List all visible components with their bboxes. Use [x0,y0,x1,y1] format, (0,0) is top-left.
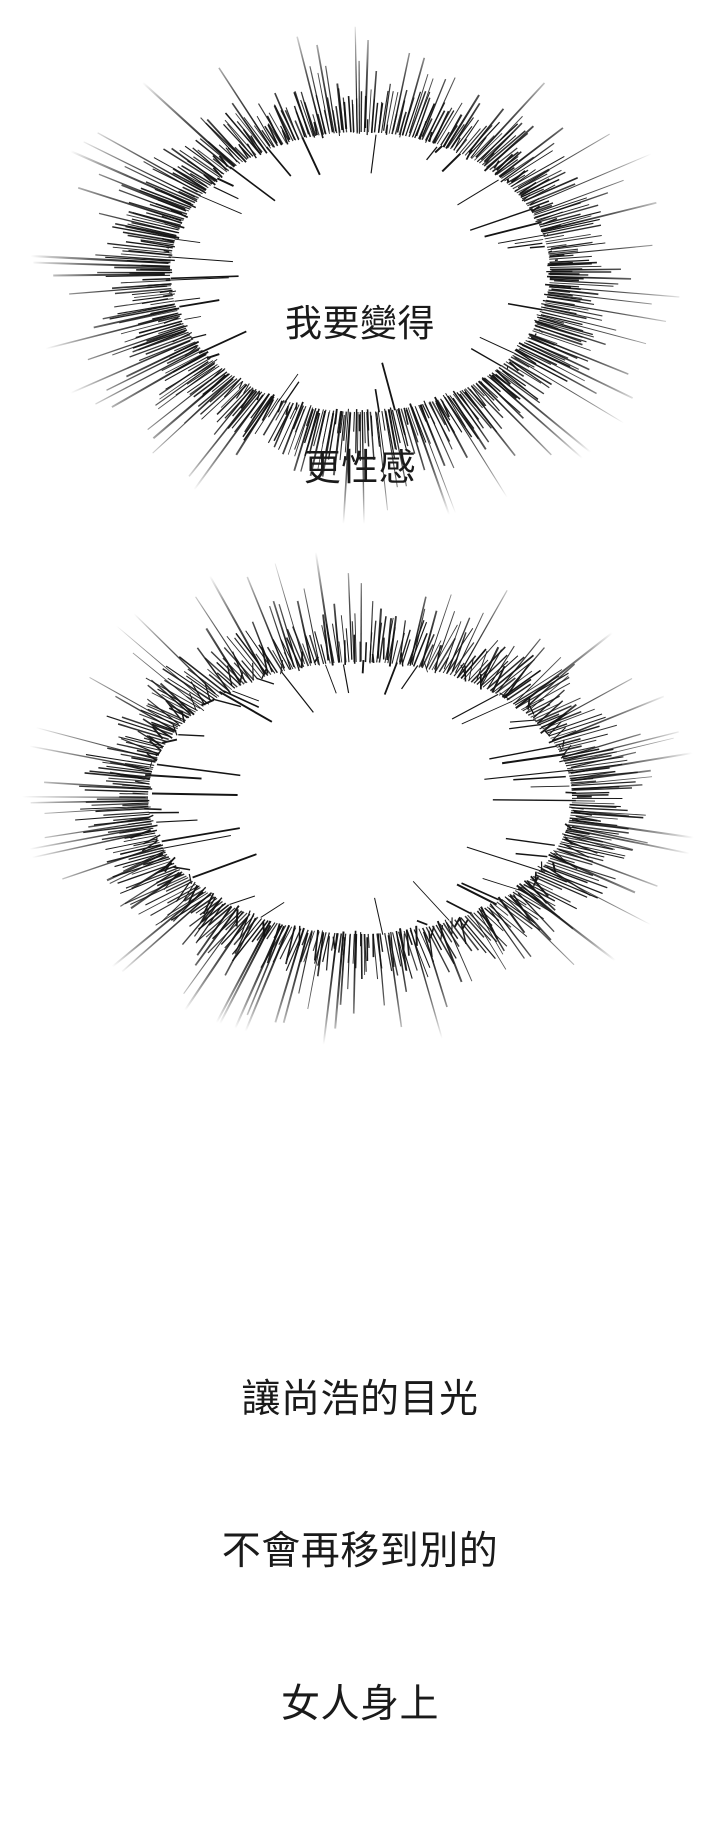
caption-line: 女人身上 [0,1680,720,1731]
radial-burst-lines-bottom [0,552,720,1104]
caption-line: 不會再移到別的 [0,1527,720,1578]
caption-line: 更性感 [0,444,720,492]
comic-page: 我要變得 更性感 讓尚浩的目光 不會再移到別的 女人身上 [0,0,720,1104]
caption-text-top: 我要變得 更性感 [0,204,720,589]
caption-line: 讓尚浩的目光 [0,1375,720,1426]
speed-burst-panel-top: 我要變得 更性感 [0,0,720,552]
caption-line: 我要變得 [0,300,720,348]
speed-burst-panel-bottom: 讓尚浩的目光 不會再移到別的 女人身上 [0,552,720,1104]
caption-text-bottom: 讓尚浩的目光 不會再移到別的 女人身上 [0,1274,720,1832]
